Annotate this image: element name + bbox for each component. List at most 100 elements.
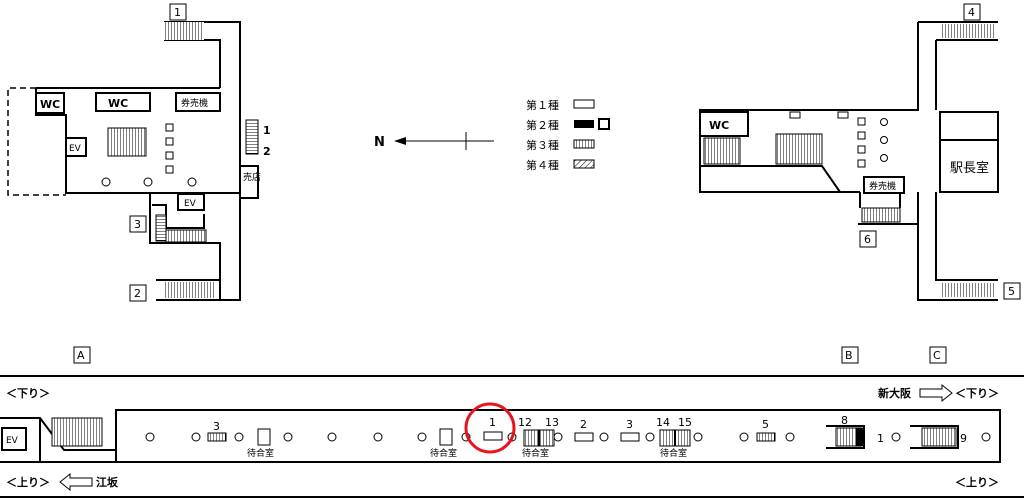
ticket-machine-label-right: 券売機 [869,180,896,192]
platform-stairs-left [51,417,103,447]
wc-room-2 [95,92,151,112]
exit-2-label: 2 [134,287,141,300]
legend-type1-label: 第１種 [526,98,559,112]
door-2-label: 2 [580,418,587,431]
ev-label-left-upper: EV [69,144,82,154]
highlight-circle [464,402,516,454]
section-c-box [929,346,947,364]
waiting-room-3-label: 待合室 [522,447,549,459]
legend: 第１種 第２種 第３種 第４種 [526,98,610,172]
station-office-label: 駅長室 [950,160,989,176]
door-1-symbol [483,431,503,441]
stairs-right-2 [775,133,823,165]
right-concourse [699,21,998,301]
door-14-label: 14 [656,416,670,429]
legend-type2-symbol [574,120,594,128]
door-3b-label: 3 [626,418,633,431]
door-5-symbol [756,432,776,442]
down-right-arrow [919,383,953,403]
section-a-label: A [77,349,85,362]
exit-2-box [129,284,147,302]
pillars-left [101,177,197,187]
door-1-label: 1 [489,416,496,429]
door-13-label: 13 [545,416,559,429]
legend-type4-symbol [573,159,595,169]
legend-type3-label: 第３種 [526,138,559,152]
waiting-room-1-label: 待合室 [247,447,274,459]
wc-label-1: WC [40,98,60,111]
stairs-right-1 [703,137,741,165]
legend-type4-label: 第４種 [526,158,559,172]
ev-platform [1,427,27,451]
exit-5-box [1003,282,1021,300]
exit-3-label: 3 [134,218,141,231]
ticket-machine-right [863,176,905,194]
section-b-box [841,346,859,364]
door-2-symbol [574,432,594,442]
door-8-label: 8 [841,414,848,427]
north-arrow-head [394,137,406,145]
exit-1-label: 1 [174,6,181,19]
door-9-label: 9 [960,432,967,445]
exit-6-box [859,230,877,248]
legend-type2-symbol-square [598,118,610,130]
upper-stair-1: 1 [263,124,271,137]
section-b-label: B [845,349,853,362]
ev-left-lower [177,193,205,211]
down-left-label: ＜下り＞ [6,387,50,400]
stairs-left-right [245,119,259,155]
section-a-box [73,346,91,364]
up-left-label: ＜上り＞ [6,475,50,489]
up-left-destination: 江坂 [96,475,119,489]
ev-platform-label: EV [6,436,19,446]
exit-5-label: 5 [1008,285,1015,298]
door-3-label: 3 [213,420,220,433]
up-left-arrow [59,472,93,492]
door-15-label: 15 [678,416,692,429]
ticket-gates-left [165,123,174,174]
door-9-symbol [921,427,957,447]
section-c-label: C [933,349,941,362]
station-office [939,111,999,193]
waiting-room-2-label: 待合室 [430,447,457,459]
pillars-right [880,118,888,162]
down-right-destination: 新大阪 [878,386,912,400]
legend-type1-symbol [573,99,595,109]
shop [239,165,259,199]
platform-pillars [145,432,991,442]
wc-room-1 [35,92,65,114]
ticket-machine-left [175,92,221,112]
ev-label-left-lower: EV [184,199,197,209]
up-right-label: ＜上り＞ [955,475,999,489]
ev-left-upper [65,137,87,157]
door-5-label: 5 [762,418,769,431]
left-concourse [35,21,241,301]
exit-6-label: 6 [864,233,871,246]
north-label: N [374,135,385,150]
shop-label: 売店 [243,171,261,183]
stairs-left-center [107,127,147,157]
door-1b-label: 1 [877,432,884,445]
ticket-machine-label-left: 券売機 [181,97,208,109]
door-3b-symbol [620,432,640,442]
stairs-right-6 [861,207,901,223]
door-3-symbol [207,432,227,442]
legend-type3-symbol [573,139,595,149]
exit-3-box [129,215,147,233]
platform-dashed-edge [0,417,41,463]
waiting-room-1 [257,428,271,446]
down-right-label: ＜下り＞ [955,387,999,400]
wc-label-right: WC [709,119,729,132]
legend-type2-label: 第２種 [526,118,559,132]
waiting-room-4-label: 待合室 [660,447,687,459]
ticket-gates-right [857,117,866,168]
dashed-outline-left [7,87,66,196]
door-12-label: 12 [518,416,532,429]
exit-1-box [169,3,187,21]
wc-room-right [699,111,749,137]
upper-stair-2: 2 [263,145,271,158]
exit-4-box [963,3,981,21]
waiting-room-2 [439,428,453,446]
wc-label-2: WC [108,97,128,110]
